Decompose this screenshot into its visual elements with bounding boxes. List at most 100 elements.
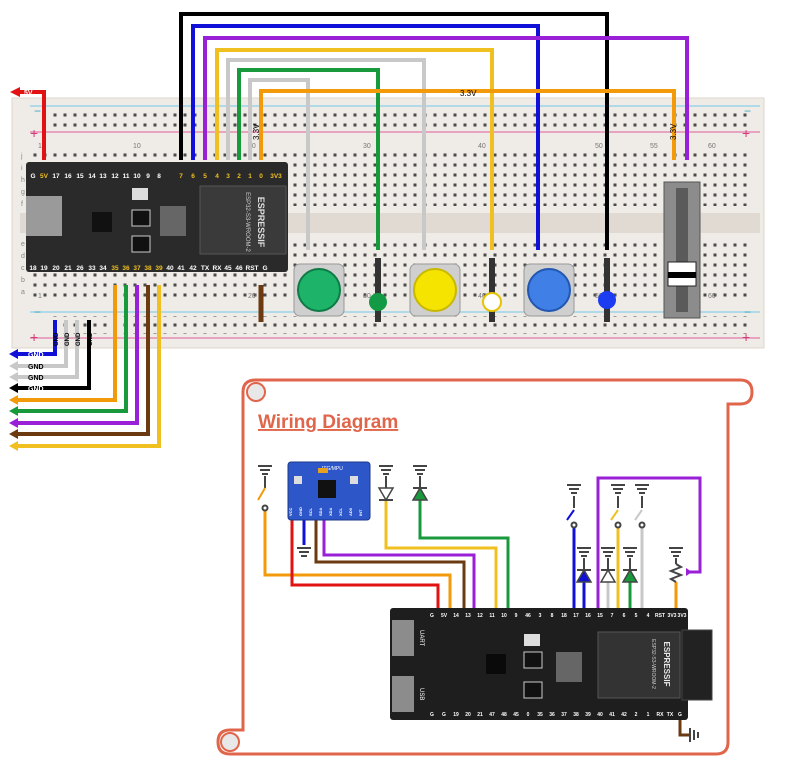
- column-number: 1: [38, 293, 42, 300]
- sensor-label: ITG/MPU: [322, 466, 343, 472]
- push-button-blue[interactable]: [523, 263, 575, 317]
- pin-label: 33: [88, 265, 96, 272]
- pin-label: 10: [133, 173, 141, 180]
- sensor-pin-label: SDA: [318, 507, 323, 516]
- pin-label: 45: [513, 712, 519, 718]
- pin-label: 6: [623, 613, 626, 619]
- pin-label: 21: [64, 265, 72, 272]
- row-letter: a: [21, 289, 25, 296]
- gnd-vertical-label: GND: [54, 332, 60, 346]
- rail-plus-sign: +: [30, 329, 38, 345]
- top-wires: [179, 12, 689, 322]
- board-model: ESP32-S3-WROOM-2: [244, 192, 250, 252]
- pin-label: 19: [40, 265, 48, 272]
- slide-potentiometer[interactable]: [663, 181, 701, 319]
- pin-label: 3: [226, 173, 230, 180]
- wire-blue: [191, 24, 540, 250]
- ground-icon: [297, 547, 311, 557]
- pin-label: 2: [635, 712, 638, 718]
- gnd-vertical-label: GND: [88, 332, 94, 346]
- pin-label: 17: [573, 613, 579, 619]
- row-letter: j: [20, 153, 23, 160]
- pin-label: 45: [224, 265, 232, 272]
- pin-label: 11: [123, 173, 130, 180]
- pin-label: 16: [64, 173, 72, 180]
- column-number: 10: [133, 143, 141, 150]
- gnd-label: GND: [28, 386, 44, 393]
- button-reset: [523, 681, 543, 699]
- push-button-yellow[interactable]: [409, 263, 461, 317]
- column-number: 1: [38, 143, 42, 150]
- column-number: 50: [595, 143, 603, 150]
- pin-label: 35: [111, 265, 119, 272]
- pin-label: 47: [489, 712, 495, 718]
- arrow-head: [9, 361, 18, 371]
- column-number: 30: [363, 293, 371, 300]
- pin-label: 4: [215, 173, 219, 180]
- pin-label: TX: [667, 712, 674, 718]
- pin-label: 0: [527, 712, 530, 718]
- pin-label: G: [442, 712, 446, 718]
- sensor-pin-label: INT: [358, 509, 363, 516]
- row-letter: f: [21, 201, 23, 208]
- pin-label: 12: [477, 613, 483, 619]
- pin-label: RST: [655, 613, 665, 619]
- pin-label: 15: [597, 613, 603, 619]
- schematic-switches: [257, 476, 646, 529]
- pin-label: 10: [501, 613, 507, 619]
- column-number: 60: [708, 293, 716, 300]
- column-number: 20: [248, 293, 256, 300]
- ground-icon: [611, 484, 625, 494]
- wire-gold: [215, 48, 494, 250]
- pin-label: 17: [52, 173, 60, 180]
- wiring-panel: Wiring Diagram: [216, 378, 754, 756]
- pin-label: 7: [611, 613, 614, 619]
- pin-label: 2: [237, 173, 241, 180]
- column-number: 60: [708, 143, 716, 150]
- pin-label: RX: [212, 265, 222, 272]
- rail-minus-sign: −: [34, 104, 41, 118]
- row-letter: g: [21, 189, 25, 196]
- sensor-pin-label: XDA: [328, 507, 333, 516]
- rail-minus-sign: −: [744, 104, 751, 118]
- pin-label: 42: [189, 265, 197, 272]
- arrow-head: [9, 429, 18, 439]
- pin-label: 5V: [40, 173, 49, 180]
- button-boot: [131, 209, 151, 227]
- scroll-curl: [246, 382, 266, 402]
- column-number: 40: [478, 293, 486, 300]
- pin-label: 36: [549, 712, 555, 718]
- pin-label: 13: [99, 173, 107, 180]
- chip: [486, 654, 506, 674]
- pin-label: 7: [179, 173, 183, 180]
- diode-icon: [621, 558, 639, 583]
- pin-label: 12: [111, 173, 119, 180]
- ground-icon: [577, 547, 591, 557]
- pin-label: 42: [621, 712, 627, 718]
- led-indicator: [132, 188, 148, 200]
- pin-label: 46: [525, 613, 531, 619]
- board-model: ESP32-S3-WROOM-2: [650, 639, 656, 689]
- uart-port: [392, 620, 414, 656]
- pin-label: 14: [453, 613, 459, 619]
- mpu-sensor-module: ITG/MPU VCC GND SCL SDA XDA XCL AD0 INT: [287, 461, 371, 521]
- rail-plus-sign: +: [30, 125, 38, 141]
- left-arrow-heads: [9, 349, 18, 451]
- wifi-module: [199, 185, 287, 255]
- board-brand: ESPRESSIF: [256, 197, 266, 248]
- wifi-module: [597, 631, 681, 699]
- column-number: 30: [363, 143, 371, 150]
- pin-label: 13: [465, 613, 471, 619]
- ground-icon: [258, 465, 272, 475]
- sensor-pin-labels: VCC GND SCL SDA XDA XCL AD0 INT: [288, 507, 363, 516]
- schematic-top-pins: G 5V 14 13 12 11 10 9 46 3 8 18 17 16 15…: [430, 613, 687, 619]
- arrow-head: [9, 441, 18, 451]
- column-number: 55: [650, 143, 658, 150]
- pin-label: G: [678, 712, 682, 718]
- gnd-vertical-label: GND: [65, 332, 71, 346]
- rail-minus-sign: −: [744, 305, 751, 319]
- left-wires: [18, 285, 161, 448]
- ground-icon: [601, 547, 615, 557]
- push-button-green[interactable]: [293, 263, 345, 317]
